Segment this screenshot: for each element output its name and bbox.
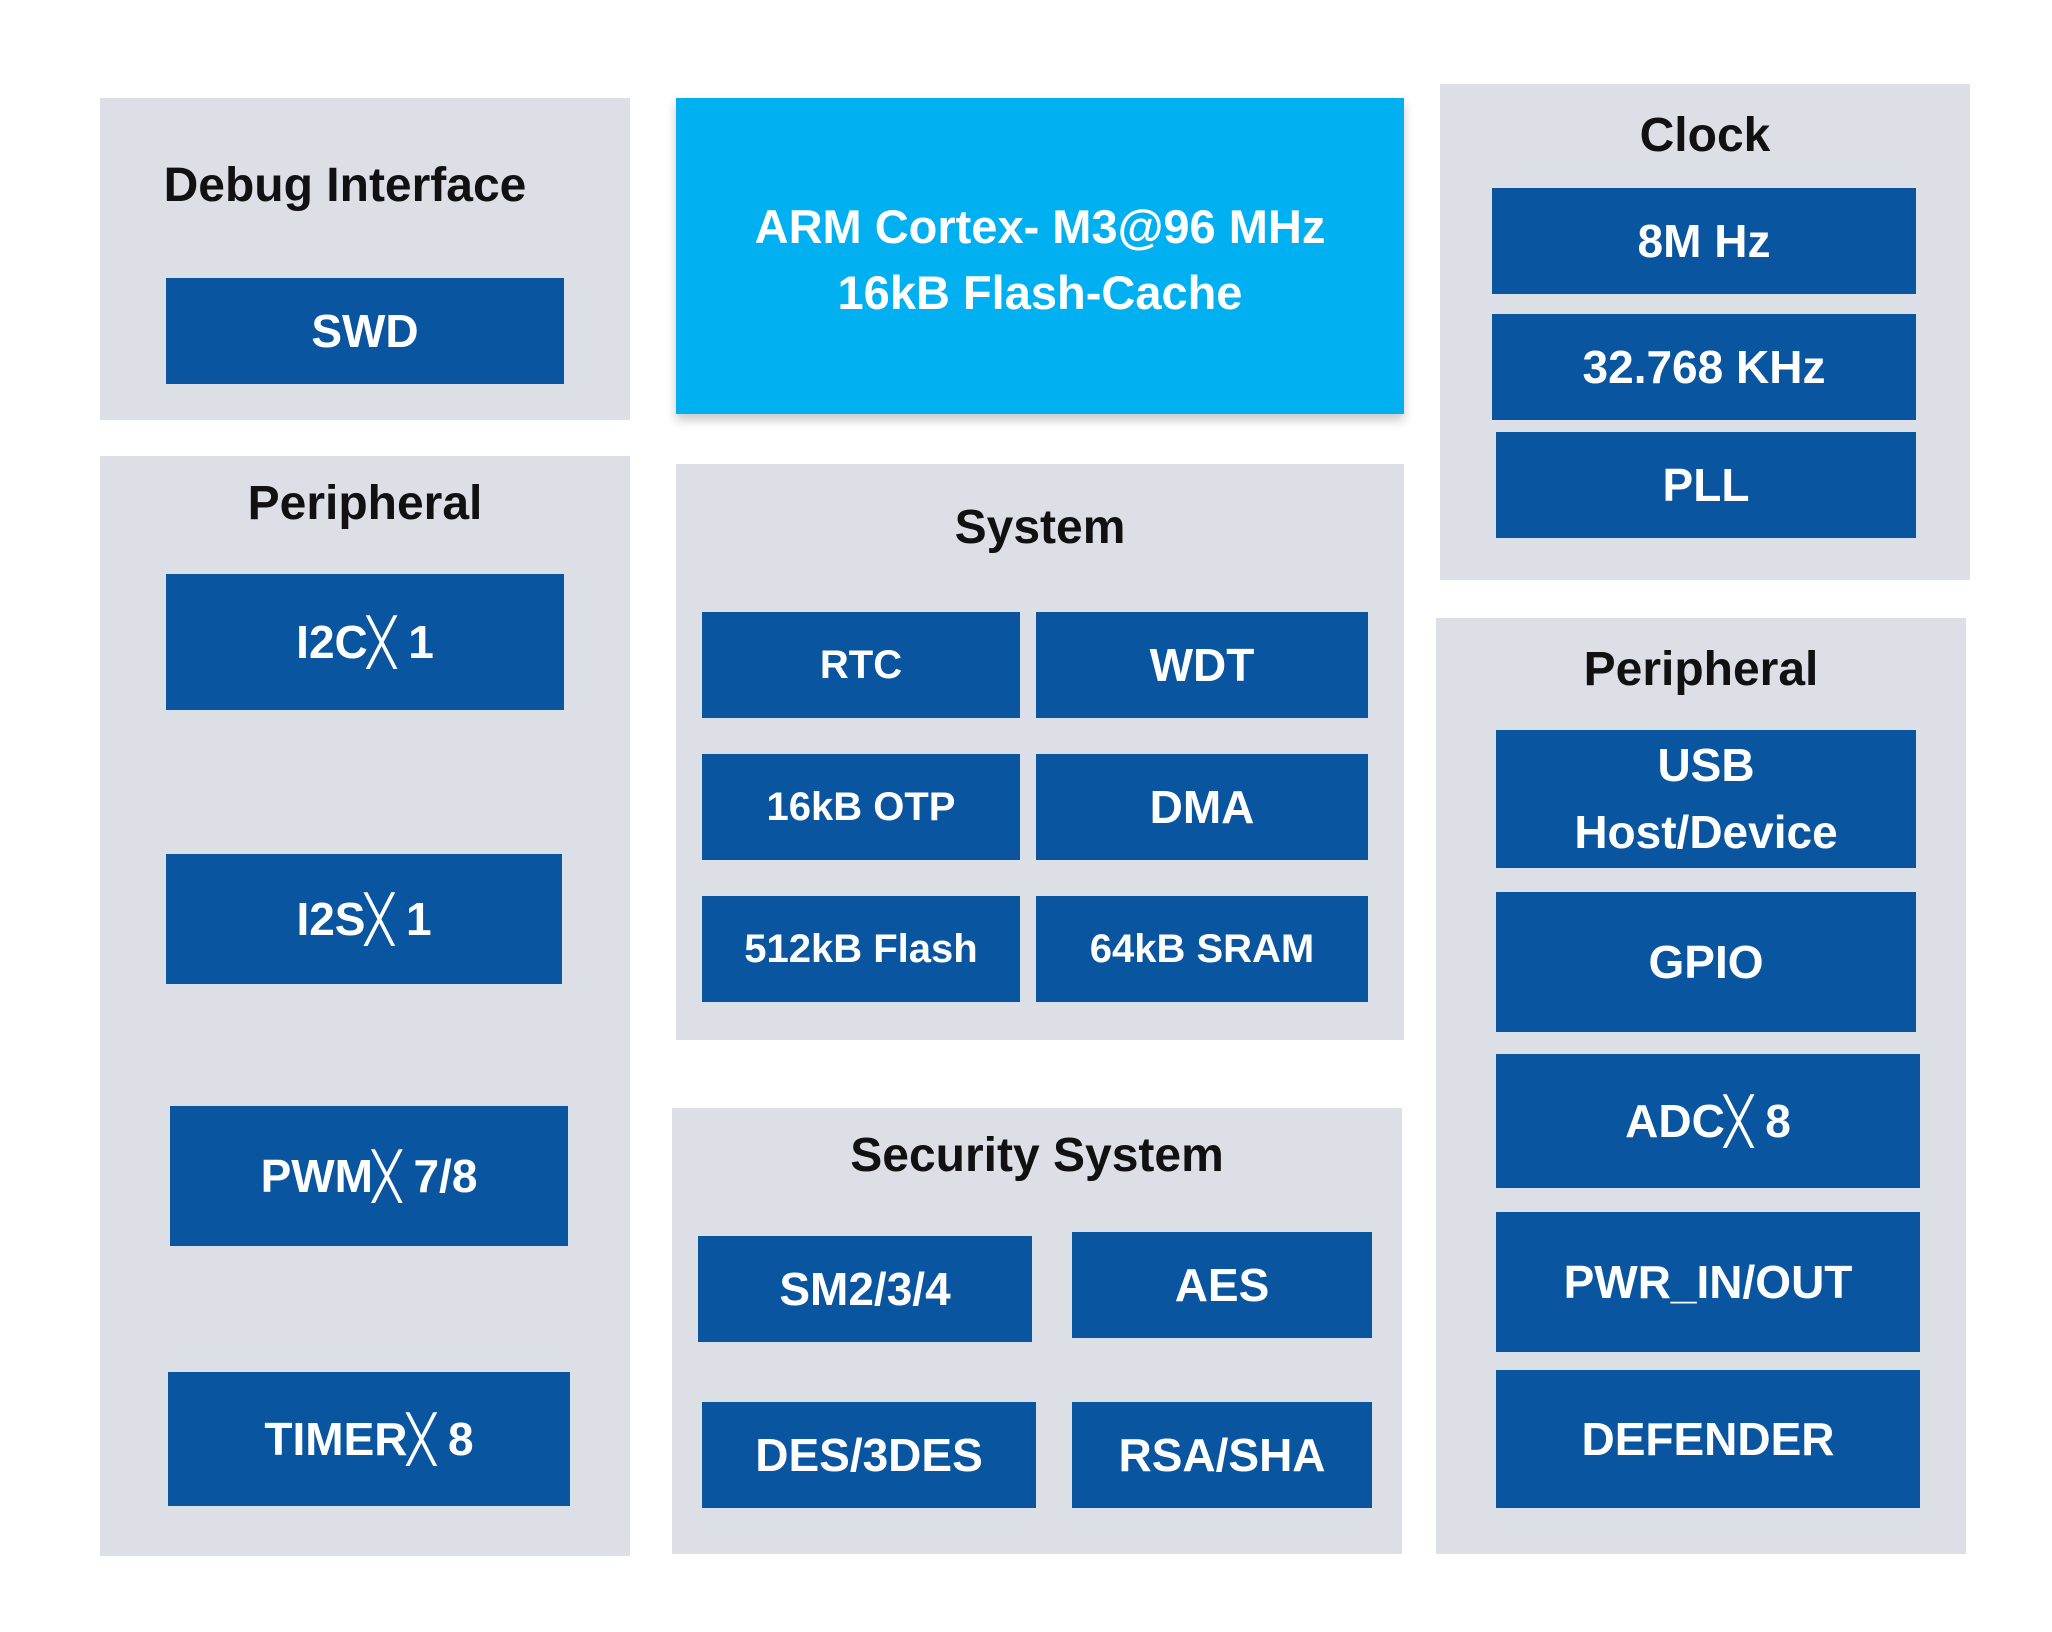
aes-block: AES <box>1072 1232 1372 1338</box>
clock-8mhz-block: 8M Hz <box>1492 188 1916 294</box>
security-system-panel: Security System SM2/3/4 AES DES/3DES RSA… <box>672 1108 1402 1554</box>
timer-block: TIMER╳ 8 <box>168 1372 570 1506</box>
debug-interface-title: Debug Interface <box>163 159 527 212</box>
rsa-sha-block: RSA/SHA <box>1072 1402 1372 1508</box>
swd-block: SWD <box>166 278 564 384</box>
sm234-block: SM2/3/4 <box>698 1236 1032 1342</box>
clock-32khz-block: 32.768 KHz <box>1492 314 1916 420</box>
debug-interface-panel: Debug Interface SWD <box>100 98 630 420</box>
clock-title: Clock <box>1639 109 1771 162</box>
pwm-block: PWM╳ 7/8 <box>170 1106 568 1246</box>
right-peripheral-title: Peripheral <box>1583 643 1819 696</box>
dma-block: DMA <box>1036 754 1368 860</box>
left-peripheral-title: Peripheral <box>247 477 483 530</box>
usb-label: USB <box>1657 739 1755 792</box>
clock-panel: Clock 8M Hz 32.768 KHz PLL <box>1440 84 1970 580</box>
defender-block: DEFENDER <box>1496 1370 1920 1508</box>
flash-cache-label: 16kB Flash-Cache <box>837 265 1243 319</box>
adc-block: ADC╳ 8 <box>1496 1054 1920 1188</box>
usb-block: USB Host/Device <box>1496 730 1916 868</box>
right-peripheral-panel: Peripheral USB Host/Device GPIO ADC╳ 8 P… <box>1436 618 1966 1554</box>
cpu-core-block: ARM Cortex- M3@96 MHz 16kB Flash-Cache <box>676 98 1404 414</box>
cpu-core-label: ARM Cortex- M3@96 MHz <box>754 200 1326 253</box>
gpio-block: GPIO <box>1496 892 1916 1032</box>
i2s-block: I2S╳ 1 <box>166 854 562 984</box>
des-block: DES/3DES <box>702 1402 1036 1508</box>
clock-pll-block: PLL <box>1496 432 1916 538</box>
i2c-block: I2C╳ 1 <box>166 574 564 710</box>
rtc-block: RTC <box>702 612 1020 718</box>
otp-block: 16kB OTP <box>702 754 1020 860</box>
sram-block: 64kB SRAM <box>1036 896 1368 1002</box>
system-title: System <box>954 501 1126 554</box>
usb-mode-label: Host/Device <box>1574 806 1838 858</box>
flash-block: 512kB Flash <box>702 896 1020 1002</box>
security-system-title: Security System <box>850 1129 1224 1182</box>
left-peripheral-panel: Peripheral I2C╳ 1 I2S╳ 1 PWM╳ 7/8 TIMER╳… <box>100 456 630 1556</box>
pwr-block: PWR_IN/OUT <box>1496 1212 1920 1352</box>
system-panel: System RTC WDT 16kB OTP DMA 512kB Flash … <box>676 464 1404 1040</box>
wdt-block: WDT <box>1036 612 1368 718</box>
